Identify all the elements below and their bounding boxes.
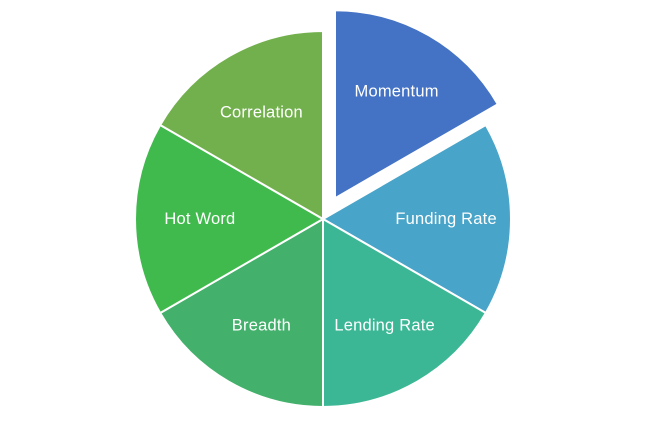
pie-slice-momentum[interactable] xyxy=(334,9,499,200)
pie-slice-correlation[interactable] xyxy=(159,30,324,220)
slice-label-correlation: Correlation xyxy=(220,103,303,121)
slice-label-funding-rate: Funding Rate xyxy=(395,210,496,228)
pie-slice-breadth[interactable] xyxy=(159,218,324,408)
slice-label-breadth: Breadth xyxy=(232,317,291,335)
slice-label-momentum: Momentum xyxy=(355,83,439,101)
pie-slice-lending-rate[interactable] xyxy=(322,218,487,408)
pie-slice-funding-rate[interactable] xyxy=(322,124,512,314)
slice-label-hot-word: Hot Word xyxy=(164,210,235,228)
slice-label-lending-rate: Lending Rate xyxy=(334,317,435,335)
pie-slice-hot-word[interactable] xyxy=(134,124,324,314)
